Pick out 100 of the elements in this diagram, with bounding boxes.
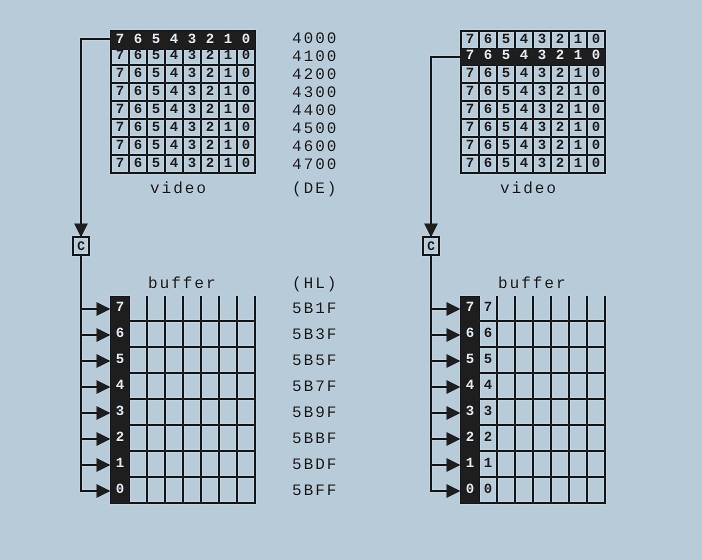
bit-digit: 5	[480, 348, 498, 374]
memory-label: 4200	[292, 67, 338, 83]
video-byte-row	[110, 48, 256, 66]
buffer-row	[110, 348, 256, 374]
video-byte-row	[460, 84, 606, 102]
video-byte-row	[110, 156, 256, 174]
bit-digit: 4	[480, 374, 498, 400]
video-byte-row	[460, 156, 606, 174]
bit-digit: 6	[130, 138, 148, 156]
bit-digit: 3	[184, 48, 202, 66]
bit-digit: 3	[184, 32, 202, 50]
bit-digit: 3	[534, 102, 552, 120]
bit-digit: 1	[220, 156, 238, 174]
bit-digit: 5	[148, 84, 166, 102]
buffer-row	[110, 322, 256, 348]
memory-label: 4000	[292, 31, 338, 47]
bit-digit: 3	[184, 120, 202, 138]
bit-digit: 5	[148, 156, 166, 174]
bit-digit: 7	[462, 66, 480, 84]
bit-digit: 6	[480, 156, 498, 174]
bit-digit: 0	[588, 156, 606, 174]
buffer-row	[460, 322, 606, 348]
bit-digit: 3	[184, 102, 202, 120]
video-byte-row	[110, 66, 256, 84]
buffer-row	[110, 452, 256, 478]
bit-digit: 0	[238, 84, 256, 102]
bit-digit: 2	[202, 48, 220, 66]
bit-digit: 7	[480, 296, 498, 322]
bit-digit: 4	[166, 156, 184, 174]
memory-label: 5BDF	[292, 457, 338, 473]
bit-digit: 1	[220, 102, 238, 120]
buffer-row	[460, 348, 606, 374]
bit-digit: 2	[202, 156, 220, 174]
memory-label: 4600	[292, 139, 338, 155]
bit-digit: 6	[130, 32, 148, 50]
bit-digit: 2	[552, 66, 570, 84]
bit-digit: 5	[148, 66, 166, 84]
bit-digit: 1	[480, 452, 498, 478]
bit-digit: 2	[552, 84, 570, 102]
bit-digit: 2	[552, 138, 570, 156]
bit-digit: 0	[238, 120, 256, 138]
bit-digit: 0	[238, 156, 256, 174]
buffer-row	[110, 478, 256, 504]
bit-digit: 7	[462, 138, 480, 156]
memory-label: (HL)	[292, 276, 338, 292]
bit-digit: 6	[130, 156, 148, 174]
bit-digit: 5	[148, 102, 166, 120]
bit-digit: 7	[462, 156, 480, 174]
bit-digit: 3	[184, 84, 202, 102]
bit-digit: 1	[220, 48, 238, 66]
bit-digit: 4	[516, 48, 534, 66]
bit-digit: 4	[516, 84, 534, 102]
video-byte-row	[110, 84, 256, 102]
bit-digit: 7	[112, 48, 130, 66]
bit-digit: 1	[220, 120, 238, 138]
bit-digit: 3	[480, 400, 498, 426]
memory-label: 5BFF	[292, 483, 338, 499]
bit-digit: 5	[462, 348, 480, 374]
memory-label: 5B7F	[292, 379, 338, 395]
buffer-row	[460, 426, 606, 452]
bit-digit: 0	[238, 48, 256, 66]
bit-digit: 0	[588, 66, 606, 84]
video-byte-row	[110, 138, 256, 156]
bit-digit: 7	[112, 156, 130, 174]
bit-digit: 0	[588, 138, 606, 156]
bit-digit: 6	[112, 322, 130, 348]
video-byte-row	[110, 30, 256, 50]
bit-digit: 3	[534, 156, 552, 174]
bit-digit: 4	[166, 32, 184, 50]
bit-digit: 3	[534, 48, 552, 66]
bit-digit: 3	[112, 400, 130, 426]
bit-digit: 0	[112, 478, 130, 504]
video-byte-row	[460, 48, 606, 66]
bit-digit: 4	[516, 120, 534, 138]
bit-digit: 2	[552, 156, 570, 174]
bit-digit: 5	[498, 120, 516, 138]
bit-digit: 2	[480, 426, 498, 452]
bit-digit: 6	[130, 84, 148, 102]
bit-digit: 3	[184, 66, 202, 84]
buffer-row	[460, 296, 606, 322]
bit-digit: 7	[462, 84, 480, 102]
bit-digit: 1	[570, 138, 588, 156]
memory-label: 5B1F	[292, 301, 338, 317]
carry-flag-box: C	[72, 236, 90, 256]
bit-digit: 7	[462, 48, 480, 66]
bit-digit: 5	[498, 48, 516, 66]
bit-digit: 2	[112, 426, 130, 452]
bit-digit: 7	[112, 296, 130, 322]
buffer-row	[110, 400, 256, 426]
bit-digit: 0	[480, 478, 498, 504]
arrow	[424, 56, 460, 238]
bit-digit: 1	[220, 138, 238, 156]
bit-digit: 1	[570, 156, 588, 174]
memory-label: 4100	[292, 49, 338, 65]
bit-digit: 4	[166, 66, 184, 84]
bit-digit: 6	[480, 138, 498, 156]
bit-digit: 6	[130, 102, 148, 120]
bit-digit: 6	[130, 48, 148, 66]
bit-digit: 3	[534, 120, 552, 138]
bit-digit: 4	[166, 102, 184, 120]
